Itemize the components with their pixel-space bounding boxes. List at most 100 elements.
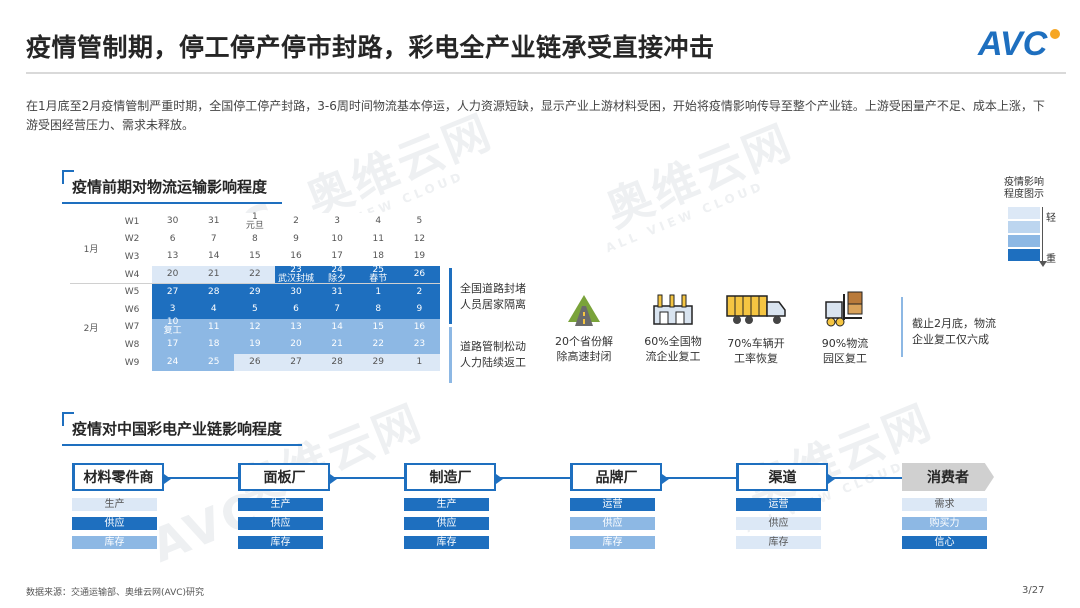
stat-caption: 园区复工 bbox=[823, 352, 867, 365]
calendar-week-label: W6 bbox=[124, 304, 140, 315]
calendar-day-cell: 12 bbox=[234, 318, 276, 337]
day-number: 5 bbox=[251, 304, 258, 315]
calendar-day-cell: 7 bbox=[193, 230, 235, 249]
day-number: 18 bbox=[372, 251, 384, 262]
chain-stage-label: 制造厂 bbox=[429, 470, 472, 486]
calendar-day-cell: 12 bbox=[398, 230, 440, 249]
summary-line: 企业复工仅六成 bbox=[912, 333, 989, 346]
calendar-week-label: W9 bbox=[124, 357, 140, 368]
day-number: 9 bbox=[293, 233, 299, 244]
calendar-day-cell: 26 bbox=[234, 353, 276, 372]
day-note: 除夕 bbox=[328, 273, 347, 284]
calendar-day-cell: 4 bbox=[193, 301, 235, 319]
calendar-day-cell: 14 bbox=[193, 248, 235, 266]
calendar-day-cell: 9 bbox=[275, 230, 317, 249]
day-number: 5 bbox=[416, 216, 423, 227]
day-number: 7 bbox=[210, 233, 217, 244]
legend-swatch-heavy bbox=[1008, 249, 1040, 261]
day-number: 23 bbox=[290, 264, 302, 275]
calendar-day-cell: 18 bbox=[357, 248, 399, 266]
calendar-day-cell: 27 bbox=[275, 353, 317, 372]
day-number: 13 bbox=[166, 251, 179, 262]
day-number: 19 bbox=[249, 339, 261, 350]
calendar-day-cell: 4 bbox=[357, 213, 399, 231]
day-number: 23 bbox=[413, 339, 426, 350]
month-divider bbox=[70, 283, 440, 285]
day-number: 17 bbox=[331, 251, 343, 262]
day-number: 20 bbox=[166, 269, 179, 280]
warehouse-icon bbox=[653, 294, 693, 325]
legend-light-label: 轻 bbox=[1046, 213, 1056, 224]
calendar-day-cell: 9 bbox=[398, 301, 440, 319]
intro-text: 在1月底至2月疫情管制严重时期，全国停工停产封路，3-6周时间物流基本停运，人力… bbox=[26, 99, 1045, 132]
calendar-day-cell: 11 bbox=[357, 230, 399, 249]
day-number: 25 bbox=[207, 357, 220, 368]
legend-arrow-icon bbox=[1039, 261, 1047, 267]
calendar-day-cell: 31 bbox=[193, 213, 235, 231]
stat-caption: 70%车辆开 bbox=[727, 337, 785, 350]
chain-arrow-icon bbox=[662, 474, 669, 484]
phase2-note: 道路管制松动 人力陆续返工 bbox=[460, 339, 526, 371]
calendar-day-cell: 21 bbox=[193, 265, 235, 284]
stat-caption: 20个省份解 bbox=[555, 335, 613, 348]
calendar-week-label: W1 bbox=[124, 216, 140, 227]
day-number: 16 bbox=[290, 251, 302, 262]
day-number: 11 bbox=[372, 233, 384, 244]
calendar-day-cell: 26 bbox=[398, 265, 440, 284]
section-underline bbox=[62, 202, 282, 204]
calendar-day-cell: 3 bbox=[152, 301, 194, 319]
day-number: 13 bbox=[290, 321, 302, 332]
legend-heavy-label: 重 bbox=[1046, 254, 1056, 265]
calendar-day-cell: 6 bbox=[275, 301, 317, 319]
day-number: 29 bbox=[249, 286, 261, 297]
phase1-bar bbox=[449, 268, 452, 324]
calendar-day-cell: 22 bbox=[357, 336, 399, 354]
day-number: 25 bbox=[372, 264, 384, 275]
impact-chip: 供应 bbox=[404, 517, 489, 530]
day-number: 21 bbox=[331, 339, 343, 350]
stat-caption: 工率恢复 bbox=[734, 352, 778, 365]
chain-arrow-icon bbox=[330, 474, 337, 484]
day-number: 29 bbox=[372, 357, 384, 368]
calendar-week-label: W5 bbox=[124, 287, 140, 298]
impact-chip: 运营 bbox=[736, 498, 821, 511]
day-number: 8 bbox=[251, 233, 258, 244]
calendar-day-cell: 15 bbox=[357, 318, 399, 337]
day-number: 2 bbox=[416, 286, 423, 297]
impact-chip: 生产 bbox=[404, 498, 489, 511]
calendar-day-cell: 17 bbox=[152, 336, 194, 354]
calendar-day-cell: 13 bbox=[152, 248, 194, 266]
calendar-day-cell: 29 bbox=[234, 283, 276, 301]
stat-caption: 流企业复工 bbox=[645, 350, 701, 363]
impact-chip: 购买力 bbox=[902, 517, 987, 530]
legend-title: 疫情影响 程度图示 bbox=[1002, 177, 1046, 201]
calendar-week-label: W2 bbox=[124, 234, 140, 245]
chain-stage-label: 渠道 bbox=[768, 470, 797, 486]
day-number: 18 bbox=[207, 339, 220, 350]
day-number: 15 bbox=[372, 321, 384, 332]
day-number: 24 bbox=[166, 357, 179, 368]
chain-stage: 制造厂 bbox=[404, 463, 503, 491]
chain-stage: 渠道 bbox=[736, 463, 835, 491]
day-number: 24 bbox=[331, 264, 343, 275]
stat-road: 20个省份解 除高速封闭 bbox=[548, 292, 620, 364]
impact-chip: 库存 bbox=[736, 536, 821, 549]
calendar-day-cell: 2 bbox=[275, 213, 317, 231]
day-number: 26 bbox=[249, 357, 261, 368]
calendar-week-label: W7 bbox=[124, 322, 140, 333]
stat-caption: 除高速封闭 bbox=[556, 350, 612, 363]
calendar-day-cell: 1 bbox=[357, 283, 399, 301]
chain-connector bbox=[90, 477, 980, 479]
day-number: 28 bbox=[207, 286, 220, 297]
chain-arrow-icon bbox=[828, 474, 835, 484]
summary-note: 截止2月底，物流 企业复工仅六成 bbox=[912, 316, 996, 348]
day-number: 3 bbox=[169, 304, 176, 315]
